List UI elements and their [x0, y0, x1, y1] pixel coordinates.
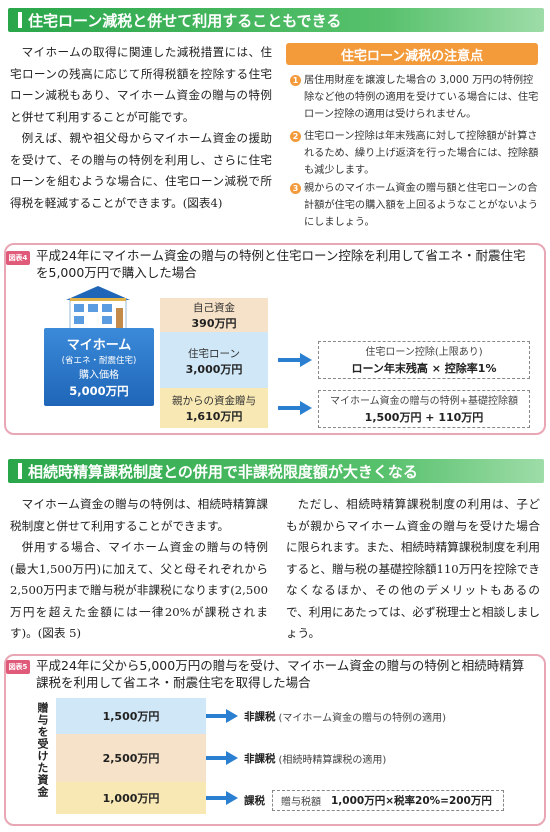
- house-icon: [66, 286, 130, 330]
- gift-exemption-amount: 1,500万円 + 110万円: [364, 411, 484, 424]
- arrow-right-icon: [206, 709, 238, 723]
- result-1: 非課税 (マイホーム資金の贈与の特例の適用): [244, 709, 446, 724]
- figure5-side-label: 贈与を受けた資金: [36, 702, 49, 798]
- note-number-1: 1: [290, 75, 301, 86]
- loan-label: 住宅ローン: [188, 348, 240, 360]
- own-funds-block: 自己資金 390万円: [160, 298, 268, 332]
- band-2500: 2,500万円: [56, 734, 206, 782]
- house-price: 5,000万円: [69, 384, 129, 398]
- note-text-3: 親からのマイホーム資金の贈与額と住宅ローンの合計額が住宅の購入額を上回るようなこ…: [304, 183, 539, 228]
- figure4-title: 平成24年にマイホーム資金の贈与の特例と住宅ローン控除を利用して省エネ・耐震住宅…: [36, 248, 526, 280]
- house-subtitle: (省エネ・耐震住宅): [61, 356, 137, 366]
- house-price-label: 購入価格: [79, 370, 119, 381]
- section2-left-body: マイホーム資金の贈与の特例は、相続時精算課税制度と併せて利用することができます。…: [10, 494, 268, 645]
- note-item-2: 2 住宅ローン控除は年末残高に対して控除額が計算されるため、繰り上げ返済を行った…: [290, 128, 542, 179]
- gift-block: 親からの資金贈与 1,610万円: [160, 388, 268, 428]
- figure5-title: 平成24年に父から5,000万円の贈与を受け、マイホーム資金の贈与の特例と相続時…: [36, 658, 525, 690]
- notes-title: 住宅ローン減税の注意点: [286, 43, 538, 65]
- house-name: マイホーム: [66, 338, 132, 353]
- section1-heading: 住宅ローン減税と併せて利用することもできる: [8, 8, 544, 32]
- result-2-status: 非課税: [244, 753, 276, 765]
- gift-exemption-title: マイホーム資金の贈与の特例+基礎控除額: [329, 396, 519, 407]
- gift-value: 1,610万円: [185, 410, 243, 423]
- note-number-2: 2: [290, 131, 301, 142]
- loan-deduction-box: 住宅ローン控除(上限あり) ローン年末残高 × 控除率1%: [318, 341, 530, 379]
- band-1000: 1,000万円: [56, 782, 206, 814]
- arrow-right-icon: [278, 353, 312, 367]
- section1-paragraph-1: マイホームの取得に関連した減税措置には、住宅ローンの残高に応じて所得税額を控除す…: [10, 45, 272, 124]
- result-1-status: 非課税: [244, 711, 276, 723]
- section1-paragraph-2: 例えば、親や祖父母からマイホーム資金の援助を受けて、その贈与の特例を利用し、さら…: [10, 131, 272, 210]
- section2-left-paragraph-1: マイホーム資金の贈与の特例は、相続時精算課税制度と併せて利用することができます。: [10, 497, 268, 533]
- own-funds-value: 390万円: [191, 317, 237, 330]
- gift-exemption-box: マイホーム資金の贈与の特例+基礎控除額 1,500万円 + 110万円: [318, 390, 530, 428]
- result-3-status: 課税: [244, 795, 265, 807]
- arrow-right-icon: [206, 791, 238, 805]
- loan-value: 3,000万円: [185, 363, 243, 376]
- section1-body: マイホームの取得に関連した減税措置には、住宅ローンの残高に応じて所得税額を控除す…: [10, 42, 272, 214]
- section2-left-paragraph-2: 併用する場合、マイホーム資金の贈与の特例(最大1,500万円)に加えて、父と母そ…: [10, 540, 268, 640]
- section2-right-body: ただし、相続時精算課税制度の利用は、子どもが親からマイホーム資金の贈与を受けた場…: [286, 494, 540, 645]
- section2-heading: 相続時精算課税制度との併用で非課税限度額が大きくなる: [8, 459, 544, 483]
- loan-block: 住宅ローン 3,000万円: [160, 332, 268, 388]
- house-price-box: マイホーム (省エネ・耐震住宅) 購入価格 5,000万円: [44, 328, 154, 406]
- result-1-note: (マイホーム資金の贈与の特例の適用): [278, 713, 447, 724]
- tax-amount-label: 贈与税額: [281, 797, 321, 808]
- note-item-3: 3 親からのマイホーム資金の贈与額と住宅ローンの合計額が住宅の購入額を上回るよう…: [290, 180, 542, 231]
- loan-deduction-title: 住宅ローン控除(上限あり): [365, 347, 483, 358]
- note-item-1: 1 居住用財産を譲渡した場合の 3,000 万円の特例控除など他の特例の適用を受…: [290, 72, 542, 123]
- result-2-note: (相続時精算課税の適用): [278, 755, 387, 766]
- result-3: 課税 贈与税額 1,000万円×税率20%=200万円: [244, 790, 504, 811]
- note-number-3: 3: [290, 183, 301, 194]
- result-2: 非課税 (相続時精算課税の適用): [244, 751, 386, 766]
- gift-label: 親からの資金贈与: [172, 395, 256, 407]
- figure4-tag: 図表4: [6, 251, 30, 265]
- note-text-2: 住宅ローン控除は年末残高に対して控除額が計算されるため、繰り上げ返済を行った場合…: [304, 131, 539, 176]
- section2-right-paragraph-1: ただし、相続時精算課税制度の利用は、子どもが親からマイホーム資金の贈与を受けた場…: [286, 497, 540, 640]
- arrow-right-icon: [278, 401, 312, 415]
- own-funds-label: 自己資金: [193, 302, 235, 314]
- note-text-1: 居住用財産を譲渡した場合の 3,000 万円の特例控除など他の特例の適用を受けて…: [304, 75, 539, 120]
- loan-deduction-formula: ローン年末残高 × 控除率1%: [351, 362, 497, 375]
- tax-amount-formula: 1,000万円×税率20%=200万円: [331, 795, 492, 807]
- tax-amount-box: 贈与税額 1,000万円×税率20%=200万円: [272, 790, 504, 811]
- figure5-tag: 図表5: [6, 660, 30, 674]
- arrow-right-icon: [206, 751, 238, 765]
- band-1500: 1,500万円: [56, 698, 206, 734]
